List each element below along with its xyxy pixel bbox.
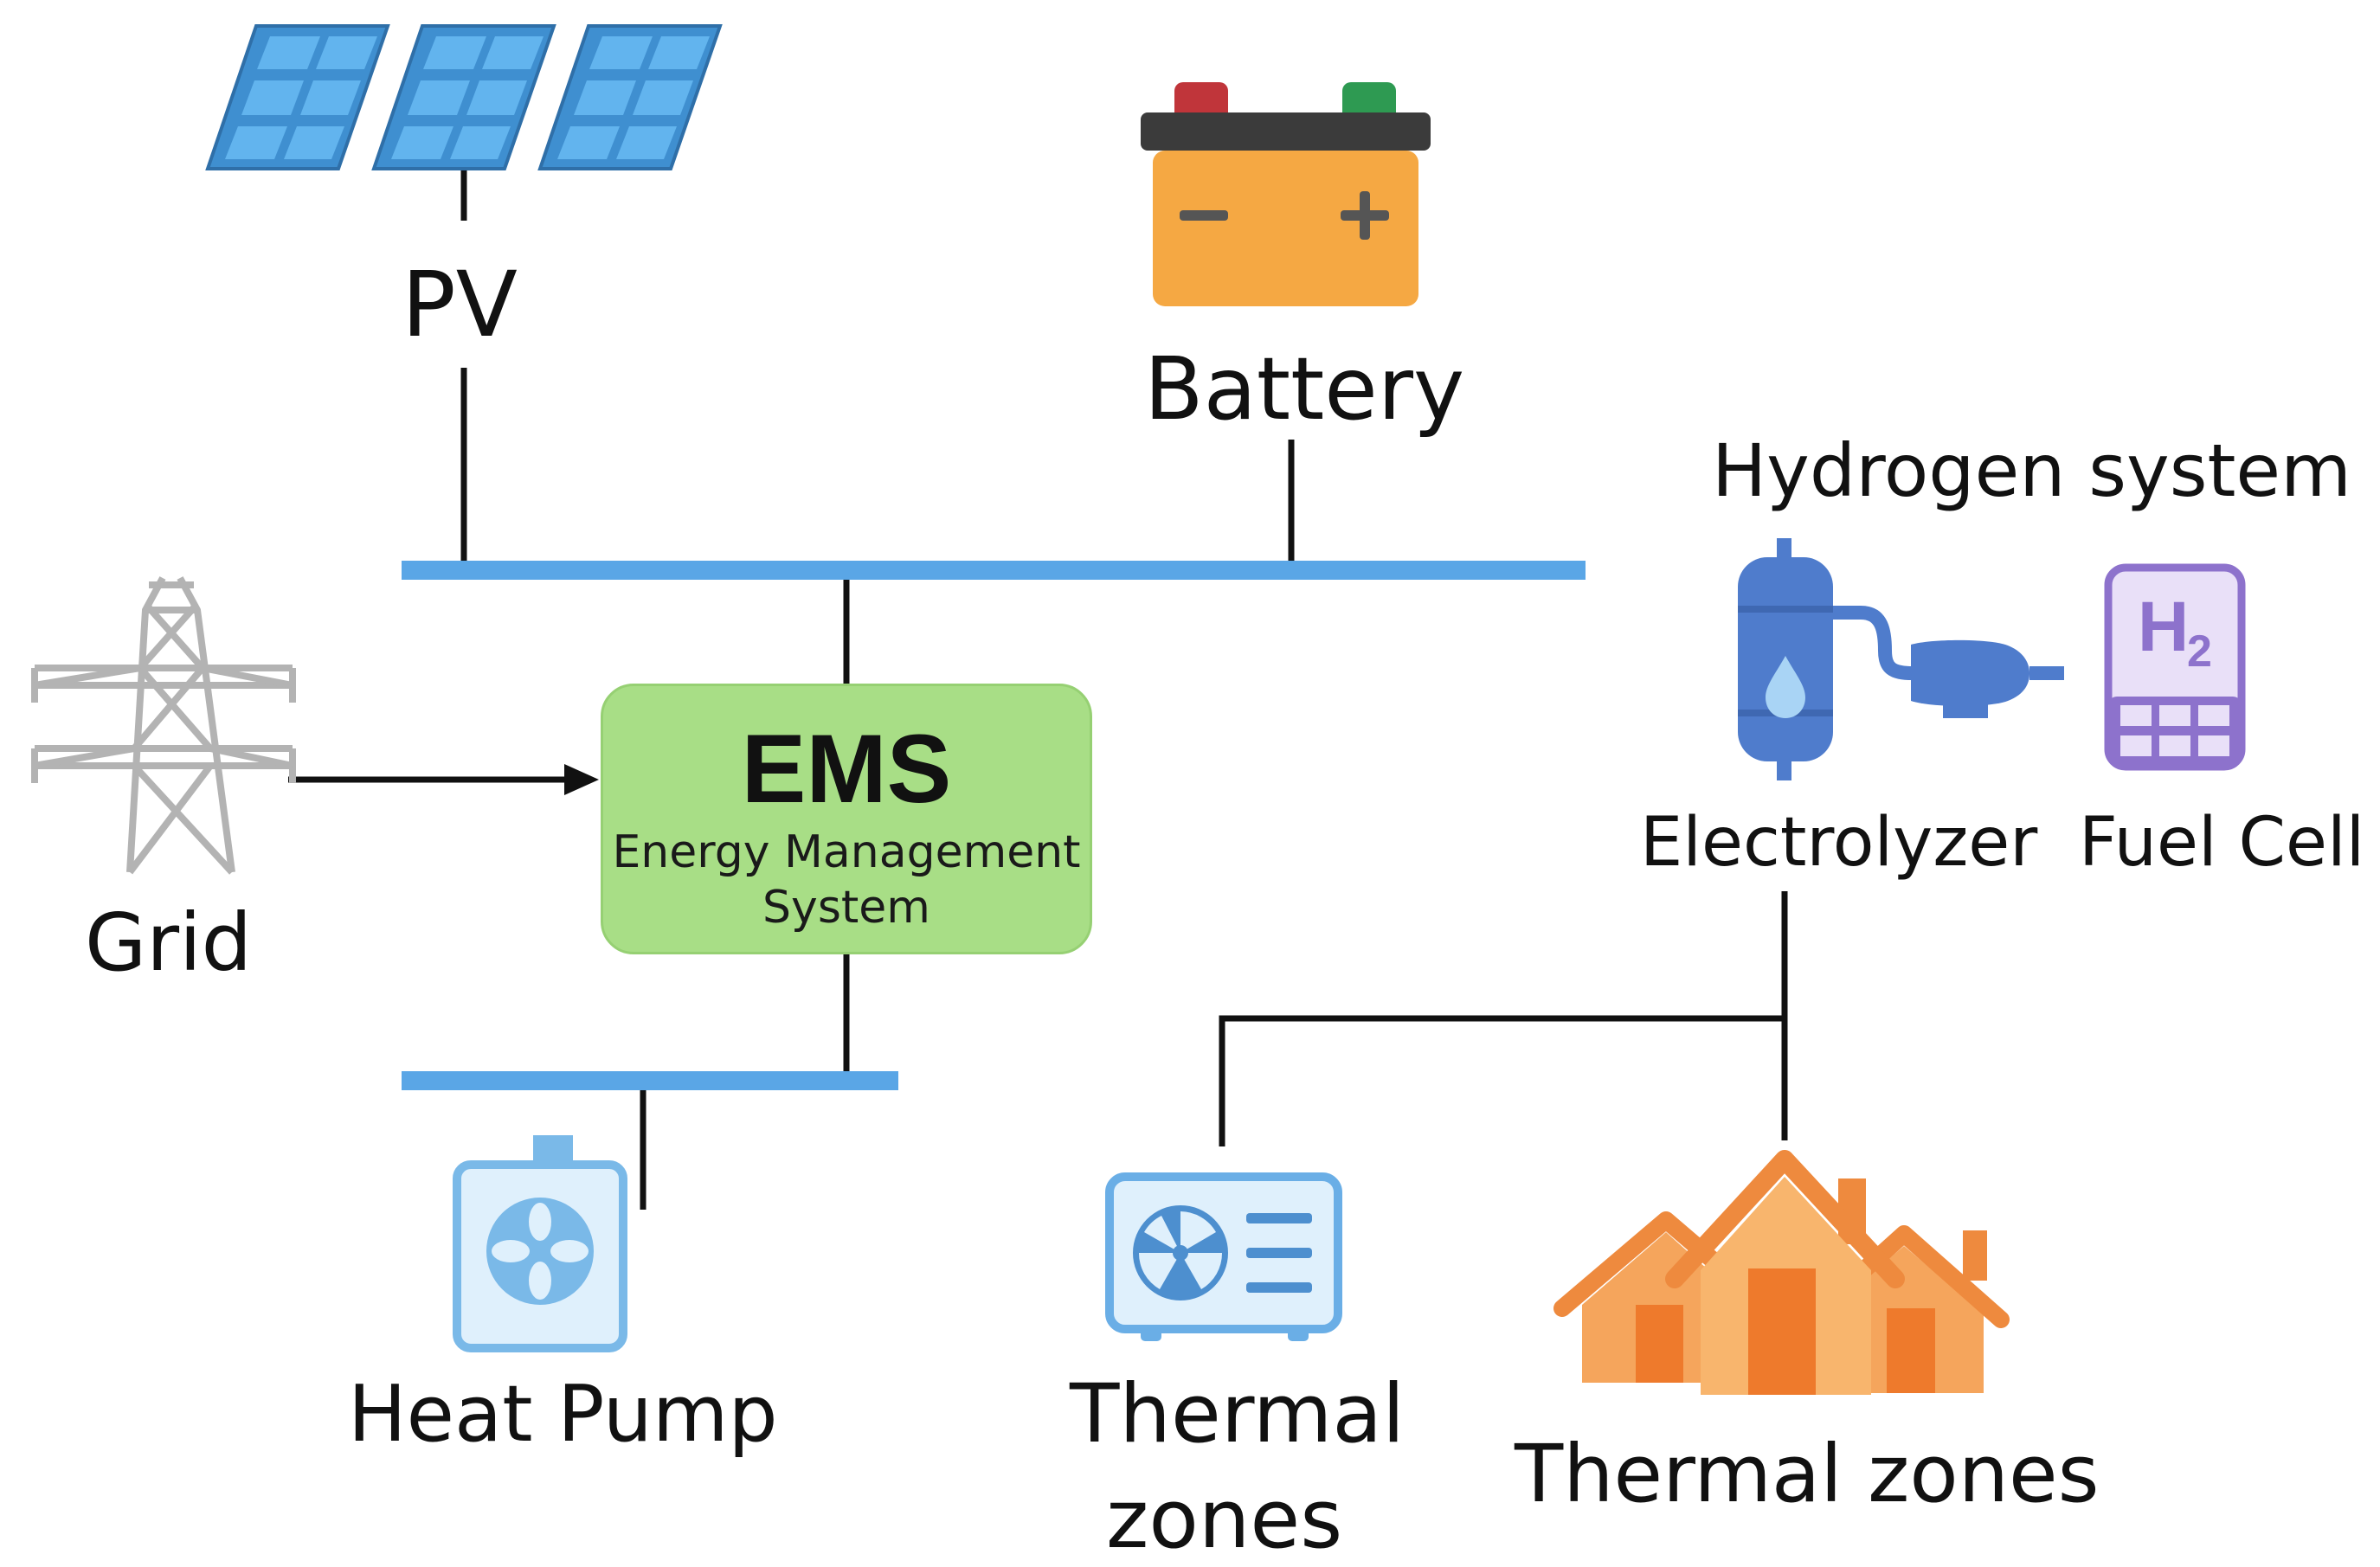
water-drop-icon xyxy=(1766,656,1805,718)
ems-subtitle: Energy Management System xyxy=(603,825,1090,935)
solar-panel-2 xyxy=(371,24,556,170)
power-tower-icon xyxy=(31,576,296,875)
ems-title: EMS xyxy=(741,715,952,823)
lower-bus-bar xyxy=(402,1071,898,1090)
electrolyzer-icon xyxy=(1738,538,2064,780)
fuel-cell-icon: H 2 xyxy=(2104,563,2246,771)
thermal-zones-label-1-line2: zones xyxy=(1106,1473,1343,1567)
fuel-cell-h-subscript: 2 xyxy=(2187,626,2212,677)
fuel-cell-label: Fuel Cell xyxy=(2079,804,2365,882)
grid-label: Grid xyxy=(85,896,253,989)
electrolyzer-pipe xyxy=(1833,606,1914,680)
ems-subtitle-line2: System xyxy=(762,882,930,934)
grid-to-ems-arrowhead xyxy=(564,764,599,795)
battery-minus-sign xyxy=(1180,210,1228,221)
thermal-branch-connector xyxy=(1219,1015,1785,1146)
houses-icon xyxy=(1553,1150,2010,1395)
battery-plus-sign-v xyxy=(1360,191,1370,240)
air-conditioner-icon xyxy=(1105,1172,1342,1341)
thermal-zones-label-2: Thermal zones xyxy=(1515,1428,2100,1520)
ems-box: EMS Energy Management System xyxy=(601,684,1092,954)
main-bus-bar xyxy=(402,561,1586,580)
solar-panel-icon xyxy=(205,24,723,170)
heat-pump-label: Heat Pump xyxy=(348,1369,778,1460)
electrolyzer-label: Electrolyzer xyxy=(1640,804,2038,882)
hydrogen-system-label: Hydrogen system xyxy=(1712,428,2351,513)
pv-label: PV xyxy=(402,252,518,357)
battery-icon xyxy=(1141,82,1431,306)
fuel-cell-h-text: H xyxy=(2138,588,2189,666)
battery-label: Battery xyxy=(1144,338,1465,440)
ems-subtitle-line1: Energy Management xyxy=(612,826,1081,878)
thermal-zones-label-1-line1: Thermal xyxy=(1070,1367,1405,1461)
connection-lines xyxy=(288,169,1788,1210)
solar-panel-1 xyxy=(205,24,390,170)
solar-panel-3 xyxy=(537,24,723,170)
heat-pump-icon xyxy=(453,1135,627,1352)
hydrogen-tank xyxy=(1911,639,2029,706)
